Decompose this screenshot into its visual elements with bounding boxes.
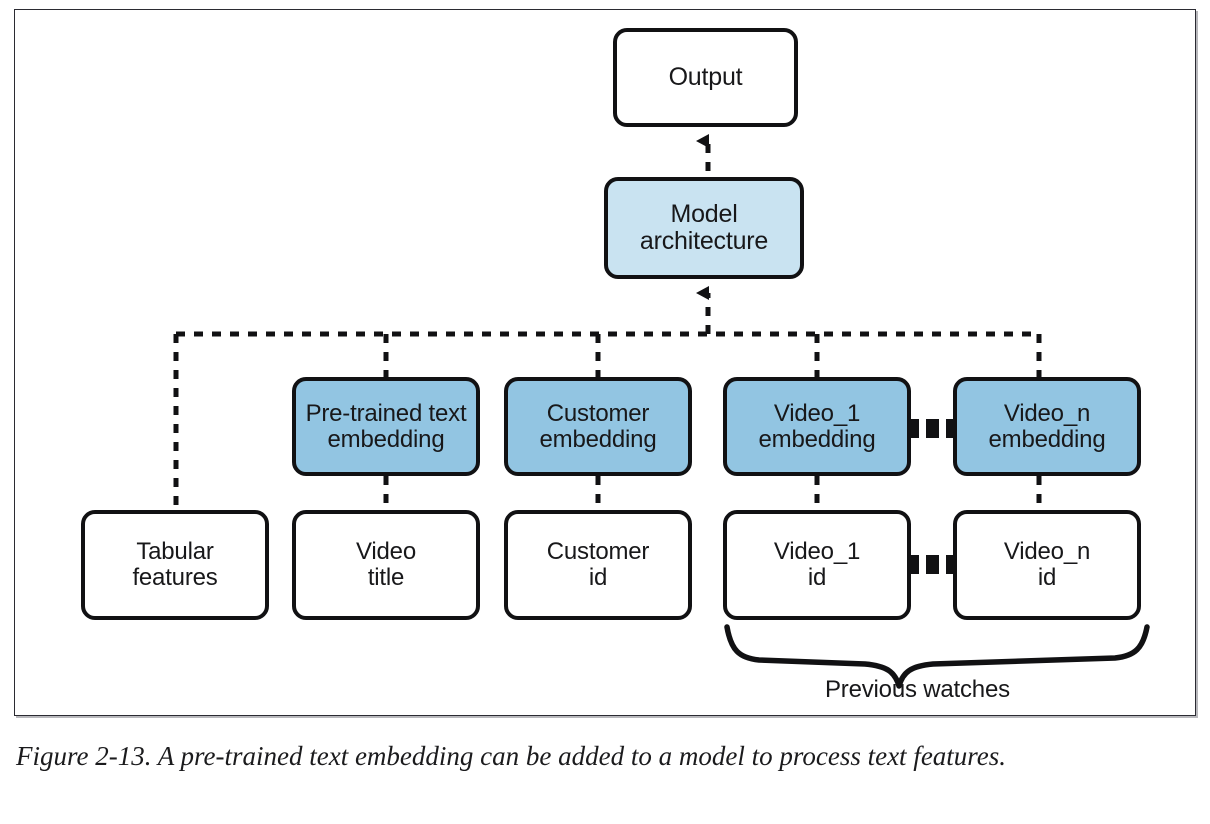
node-output-label: Output [668,63,743,91]
node-pretrained-text-embedding-line2: embedding [327,425,445,453]
node-video-n-id[interactable]: Video_n id [953,510,1141,620]
node-customer-embedding[interactable]: Customer embedding [504,377,692,476]
previous-watches-brace [724,624,1150,689]
node-video-n-embedding-line1: Video_n [1003,399,1091,427]
node-tabular-features-line1: Tabular [136,538,214,566]
figure-caption: Figure 2-13. A pre-trained text embeddin… [16,737,1176,775]
node-video-1-id[interactable]: Video_1 id [723,510,911,620]
previous-watches-label: Previous watches [825,676,1010,703]
node-customer-embedding-line1: Customer [546,399,650,427]
node-video-1-embedding-line1: Video_1 [773,399,861,427]
ellipsis-input-row [906,555,959,574]
node-video-n-embedding[interactable]: Video_n embedding [953,377,1141,476]
node-video-n-embedding-line2: embedding [988,425,1106,453]
node-pretrained-text-embedding[interactable]: Pre-trained text embedding [292,377,480,476]
node-video-1-id-line2: id [807,564,827,591]
node-customer-id-line2: id [588,564,608,591]
node-video-n-id-line1: Video_n [1003,538,1091,566]
node-tabular-features[interactable]: Tabular features [81,510,269,620]
figure-caption-text: A pre-trained text embedding can be adde… [151,741,1007,771]
node-model-architecture[interactable]: Model architecture [604,177,804,279]
node-customer-id[interactable]: Customer id [504,510,692,620]
node-pretrained-text-embedding-line1: Pre-trained text [305,399,467,427]
node-customer-embedding-line2: embedding [539,425,657,453]
node-video-n-id-line2: id [1037,564,1057,591]
node-model-architecture-line2: architecture [639,227,769,255]
figure-frame: Output Model architecture Pre-trained te… [14,9,1196,716]
figure-caption-label: Figure 2-13. [16,741,152,771]
ellipsis-embedding-row [906,419,959,438]
node-video-1-id-line1: Video_1 [773,538,861,566]
node-video-title-line1: Video [356,538,416,566]
node-video-1-embedding[interactable]: Video_1 embedding [723,377,911,476]
node-video-title[interactable]: Video title [292,510,480,620]
node-video-1-embedding-line2: embedding [758,425,876,453]
node-video-title-line2: title [367,564,405,591]
node-tabular-features-line2: features [132,564,218,591]
node-model-architecture-line1: Model [670,200,738,228]
node-customer-id-line1: Customer [546,538,650,566]
node-output[interactable]: Output [613,28,798,127]
